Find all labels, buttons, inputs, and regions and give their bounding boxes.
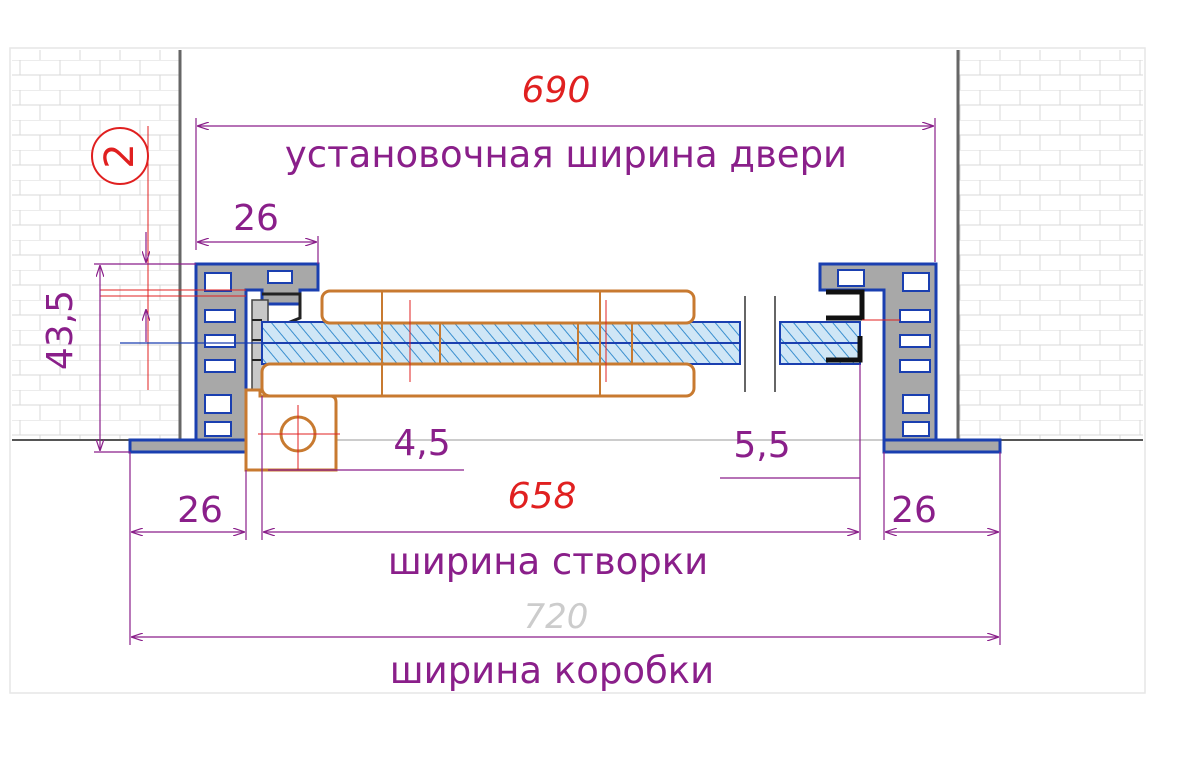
right-frame-profile (818, 262, 1002, 454)
left-wall (12, 50, 180, 440)
install-width-label: установочная ширина двери (285, 133, 847, 176)
frame-width-value: 720 (524, 597, 589, 637)
left-frame-profile (128, 262, 320, 454)
frame-width-label: ширина коробки (390, 649, 714, 692)
leaf-width-value: 658 (508, 476, 577, 517)
door-handle (260, 289, 696, 398)
right-wall (958, 50, 1143, 440)
right-profile-width: 26 (891, 490, 937, 531)
leaf-width-label: ширина створки (388, 540, 708, 583)
profile-width-top: 26 (233, 198, 279, 239)
marker-number: 2 (97, 143, 143, 168)
install-width-value: 690 (522, 70, 591, 111)
hinge-block (244, 388, 340, 472)
left-gap: 4,5 (393, 423, 450, 464)
height-value: 43,5 (40, 290, 81, 370)
right-gap: 5,5 (733, 425, 790, 466)
left-profile-width: 26 (177, 490, 223, 531)
